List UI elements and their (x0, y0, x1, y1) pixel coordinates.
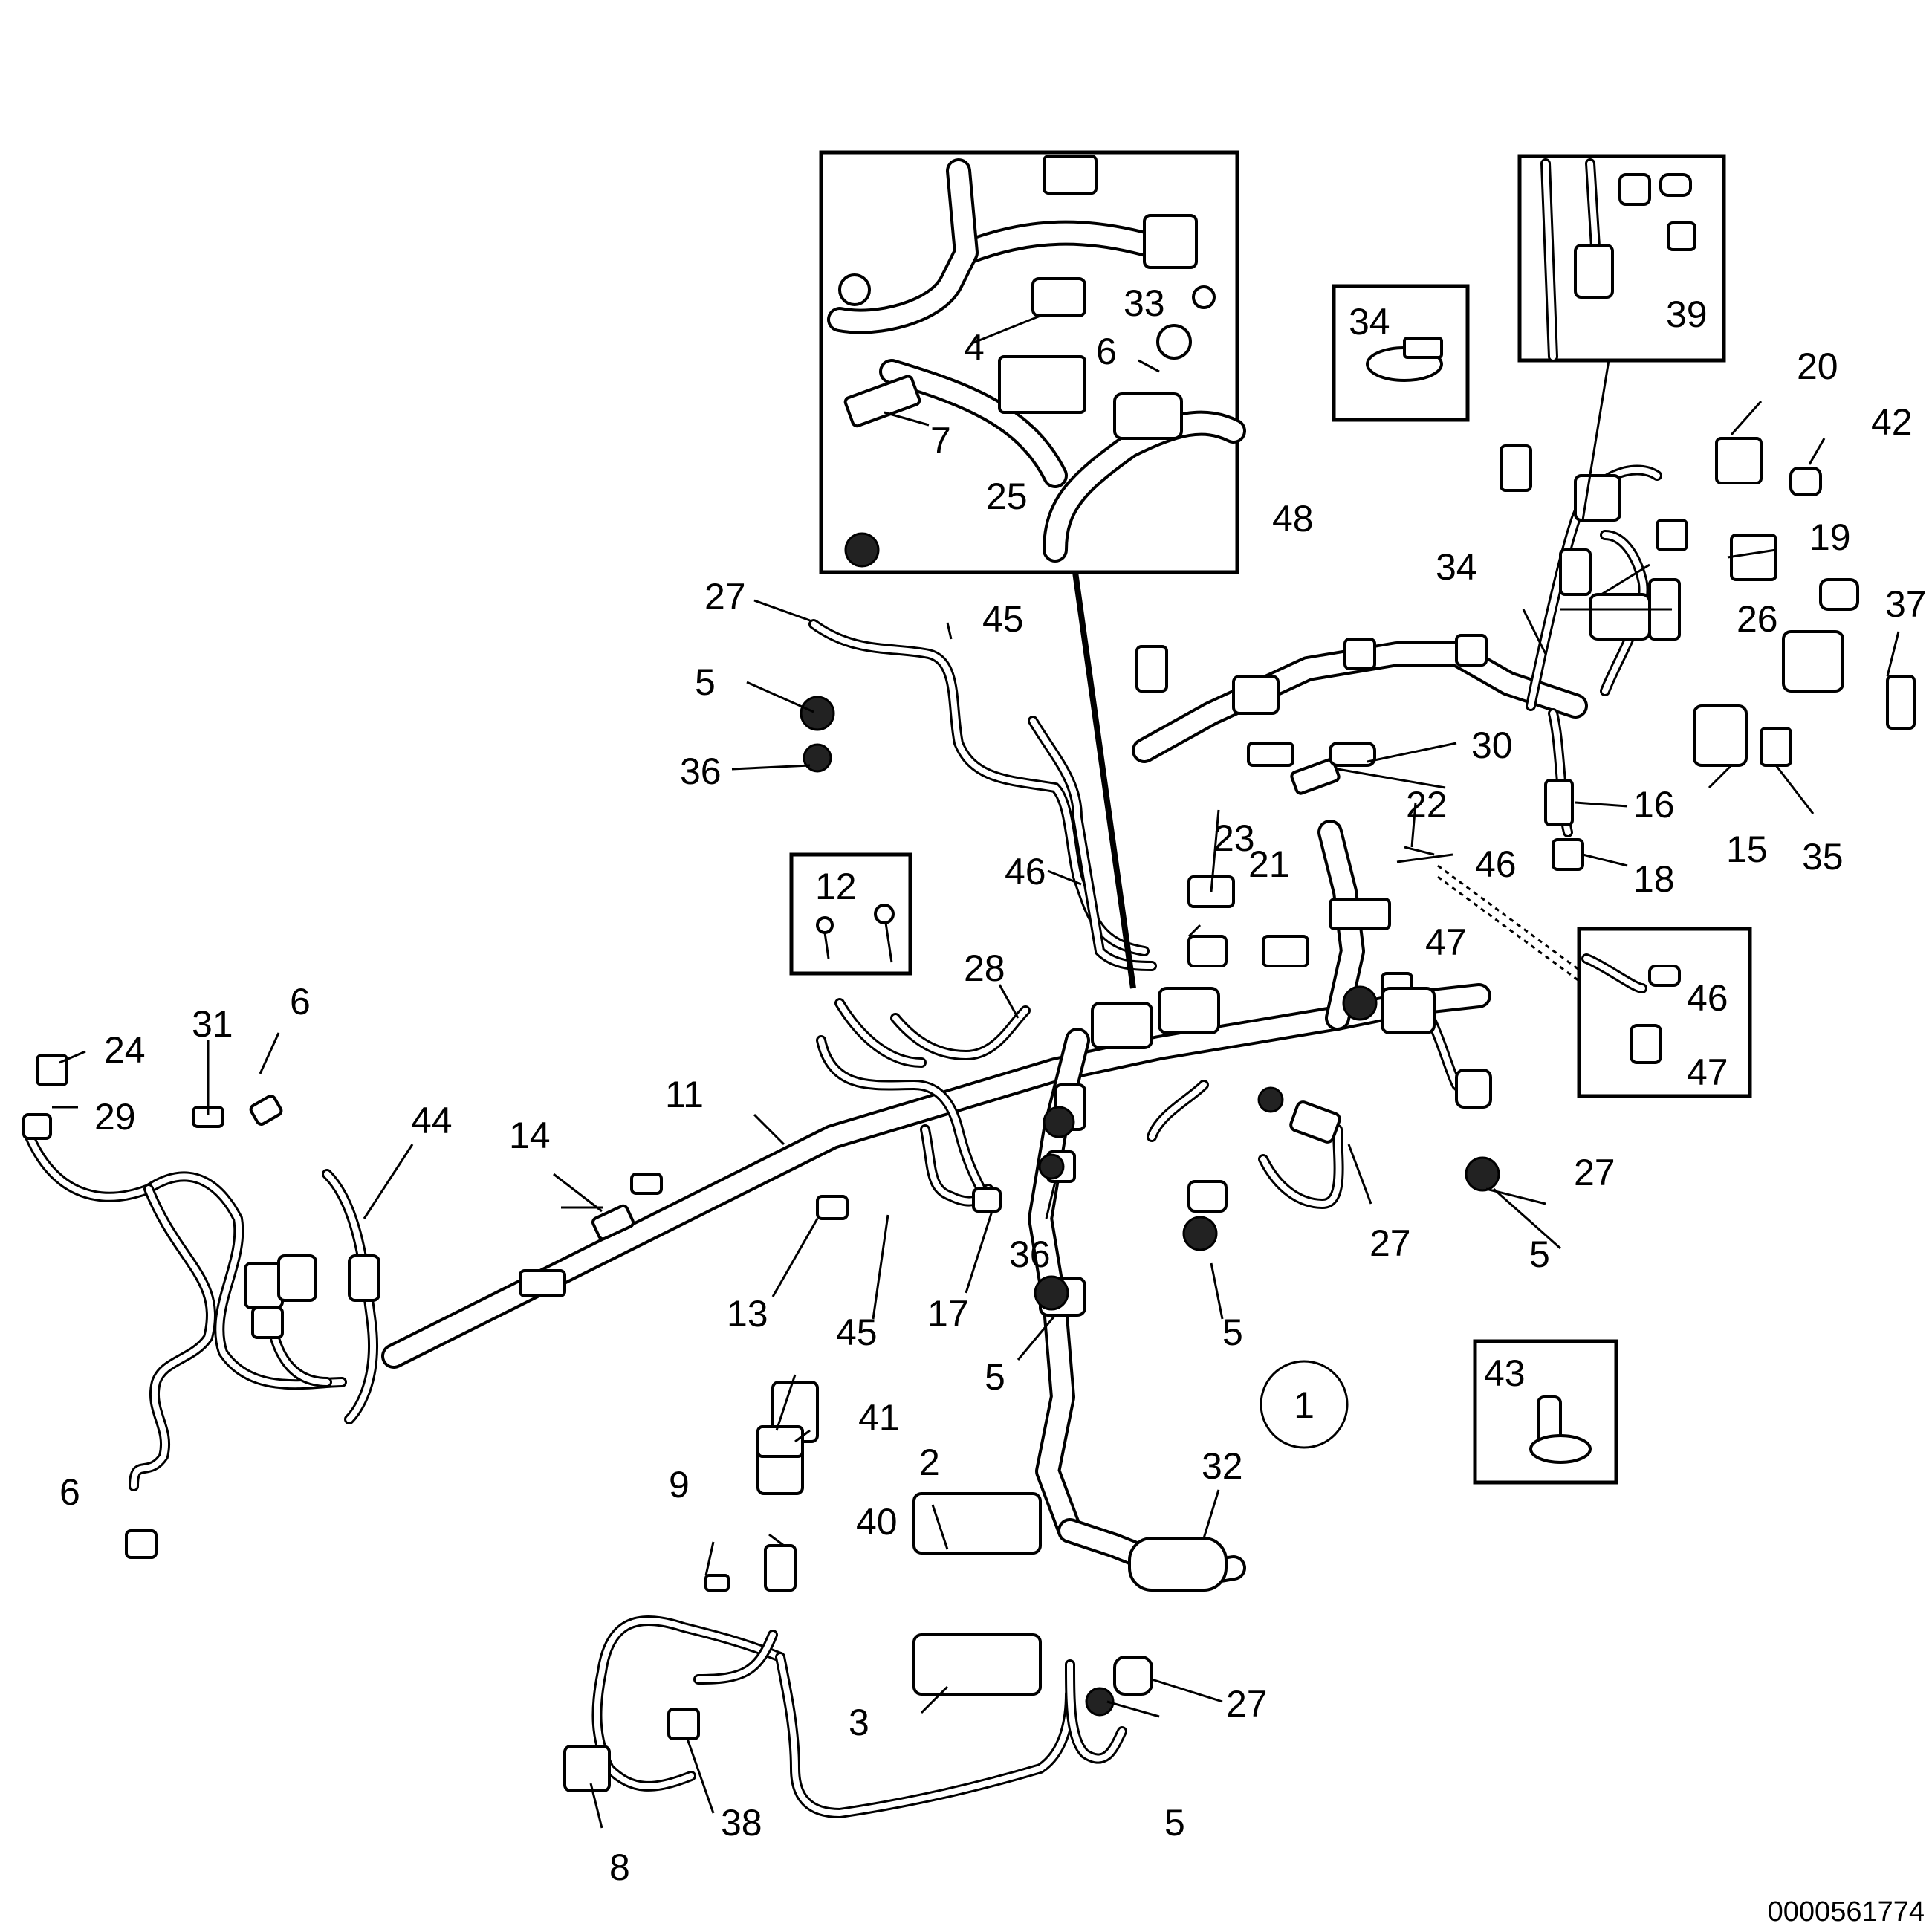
callout-44: 44 (411, 1100, 453, 1141)
callout-46-a: 46 (1005, 851, 1046, 892)
callout-6-inset: 6 (1096, 331, 1117, 372)
callout-7-inset: 7 (930, 420, 951, 461)
callout-16: 16 (1633, 784, 1675, 826)
detail-inset-top-content (827, 155, 1246, 568)
callout-19: 19 (1809, 516, 1851, 558)
branch-wires (25, 464, 1662, 1819)
callout-15: 15 (1726, 829, 1768, 870)
callout-27-a: 27 (704, 576, 746, 617)
callout-5-a: 5 (695, 661, 716, 703)
leader-lines (52, 314, 1900, 1829)
clamp-43 (1529, 1395, 1592, 1464)
callout-20: 20 (1797, 346, 1838, 387)
callout-46-inset: 46 (1687, 977, 1728, 1019)
callout-45-b: 45 (836, 1312, 878, 1353)
callout-11: 11 (665, 1074, 704, 1115)
detail-inset-topright-content (1540, 158, 1696, 362)
callout-39-inset: 39 (1666, 294, 1708, 335)
callout-5-e: 5 (1164, 1802, 1185, 1844)
callout-8: 8 (609, 1847, 630, 1888)
callout-23: 23 (1213, 817, 1255, 859)
callout-34-inset: 34 (1349, 301, 1390, 343)
callout-5-d: 5 (1529, 1234, 1550, 1275)
callout-36-b: 36 (1009, 1234, 1051, 1275)
callout-36-a: 36 (680, 751, 722, 792)
callout-18: 18 (1633, 858, 1675, 900)
callout-2: 2 (919, 1442, 940, 1483)
callout-13: 13 (727, 1293, 768, 1335)
callout-34: 34 (1436, 546, 1477, 588)
callout-27-d: 27 (1226, 1683, 1268, 1725)
callout-45-a: 45 (982, 598, 1024, 640)
callout-6-a: 6 (290, 981, 311, 1022)
callout-25-inset: 25 (986, 476, 1028, 517)
callout-30: 30 (1471, 724, 1513, 766)
callout-17: 17 (927, 1293, 969, 1335)
callout-40: 40 (856, 1501, 898, 1543)
callout-29: 29 (94, 1096, 136, 1138)
callout-24: 24 (104, 1029, 146, 1071)
callout-26: 26 (1737, 598, 1778, 640)
callout-21: 21 (1248, 843, 1290, 885)
callout-48: 48 (1272, 498, 1314, 539)
callout-35: 35 (1802, 836, 1844, 878)
callout-6-b: 6 (59, 1471, 80, 1513)
document-number: 0000561774 (1768, 1896, 1925, 1928)
callout-5-b: 5 (985, 1356, 1005, 1398)
callout-labels: 2 3 4 5 5 5 5 5 6 6 6 7 8 9 11 12 13 14 … (59, 282, 1927, 1888)
callout-5-c: 5 (1222, 1312, 1243, 1353)
callout-42: 42 (1871, 401, 1913, 443)
harness-trunks (381, 641, 1588, 1588)
callout-38: 38 (721, 1802, 762, 1844)
callout-33-inset: 33 (1124, 282, 1165, 324)
callout-14: 14 (509, 1115, 551, 1156)
callout-37: 37 (1885, 583, 1927, 625)
callout-9: 9 (669, 1464, 690, 1505)
callout-31: 31 (192, 1003, 233, 1045)
callout-47-inset: 47 (1687, 1051, 1728, 1093)
clips-46-47 (1581, 953, 1681, 1064)
callout-28: 28 (964, 947, 1005, 989)
assembly-callout-label: 1 (1294, 1384, 1315, 1426)
callout-3: 3 (849, 1702, 869, 1743)
callout-22: 22 (1406, 784, 1448, 826)
ring-terminals-12 (816, 904, 895, 963)
callout-47-a: 47 (1425, 921, 1467, 963)
callout-27-c: 27 (1369, 1222, 1411, 1264)
callout-43-inset: 43 (1484, 1352, 1526, 1394)
assembly-circle (1260, 1360, 1349, 1449)
callout-27-b: 27 (1574, 1152, 1615, 1193)
callout-12-inset: 12 (815, 866, 857, 907)
detail-inset-46-47 (1577, 927, 1752, 1098)
callout-41: 41 (858, 1397, 900, 1439)
harness-components (22, 437, 1916, 1792)
callout-32: 32 (1202, 1445, 1243, 1487)
callout-4-inset: 4 (964, 327, 985, 369)
cable-tie-34 (1366, 337, 1443, 382)
callout-46-b: 46 (1475, 843, 1517, 885)
